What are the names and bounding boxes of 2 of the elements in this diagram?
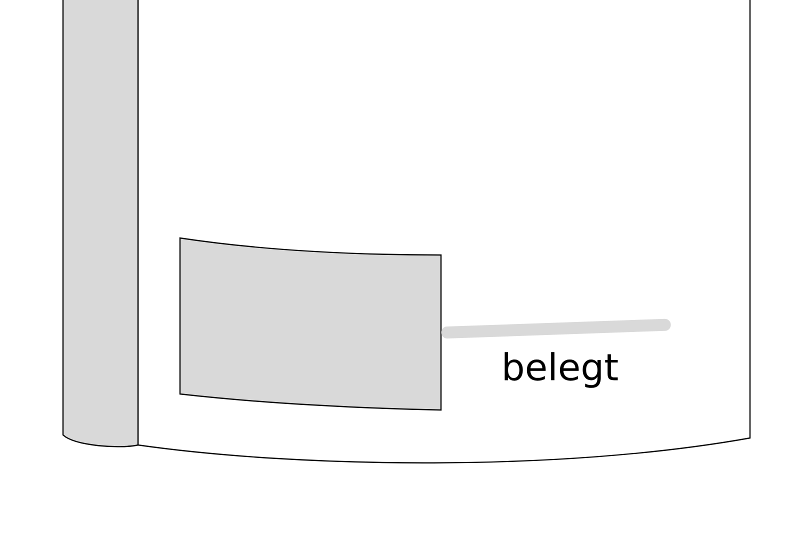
label-text: belegt (504, 352, 618, 388)
leader-line (441, 318, 671, 338)
